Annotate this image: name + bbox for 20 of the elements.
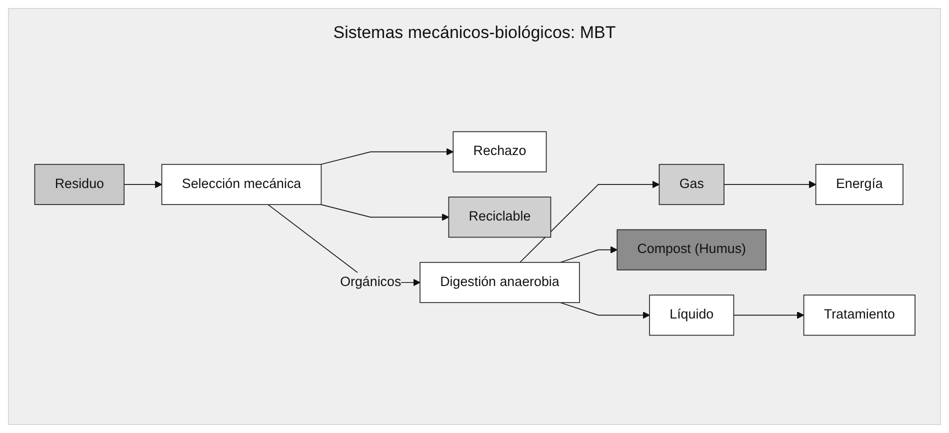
edge-label: Orgánicos xyxy=(340,274,401,290)
node-box: Energía xyxy=(815,164,904,206)
arrow xyxy=(732,312,804,319)
node-box: Gas xyxy=(658,164,724,206)
arrow xyxy=(560,302,650,319)
arrow xyxy=(320,148,454,165)
node-box: Rechazo xyxy=(452,131,546,172)
node-box: Reciclable xyxy=(448,196,551,238)
node-box: Residuo xyxy=(34,164,124,206)
arrow xyxy=(560,246,618,263)
node-box: Tratamiento xyxy=(803,294,916,336)
node-box: Líquido xyxy=(648,294,734,336)
diagram-title: Sistemas mecánicos-biológicos: MBT xyxy=(333,23,616,43)
node-box: Digestión anaerobia xyxy=(419,262,580,304)
arrow xyxy=(320,204,449,221)
arrow xyxy=(123,180,162,188)
node-box: Selección mecánica xyxy=(161,164,322,206)
arrow xyxy=(519,180,660,263)
arrow xyxy=(723,180,816,188)
node-box: Compost (Humus) xyxy=(616,229,766,270)
